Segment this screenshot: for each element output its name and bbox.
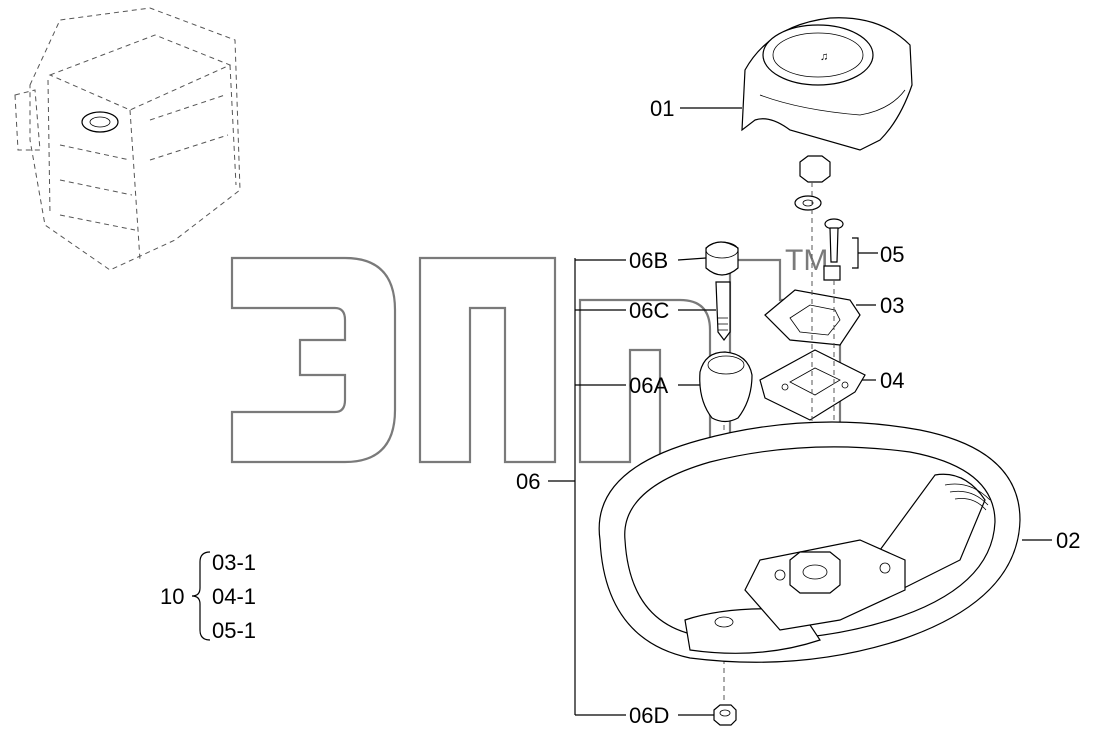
part-06A-knob <box>699 351 753 423</box>
part-01-horn-cover: ♫ <box>741 17 913 151</box>
kit-item: 05-1 <box>212 618 256 643</box>
watermark-tm-text: TM <box>785 244 828 277</box>
label-06C: 06C <box>629 298 669 323</box>
label-06D: 06D <box>629 703 669 728</box>
label-06: 06 <box>516 469 540 494</box>
horn-icon: ♫ <box>820 51 828 63</box>
part-05-fasteners <box>794 155 844 281</box>
kit-number: 10 <box>160 584 184 609</box>
part-06D-nut <box>713 704 737 726</box>
part-02-steering-wheel <box>598 421 1021 663</box>
label-05: 05 <box>880 242 904 267</box>
label-04: 04 <box>880 368 904 393</box>
label-06A: 06A <box>629 373 668 398</box>
kit-item: 04-1 <box>212 584 256 609</box>
leader-lines <box>548 107 1052 716</box>
label-02: 02 <box>1056 528 1080 553</box>
label-06B: 06B <box>629 248 668 273</box>
part-06C-shaft <box>715 281 731 341</box>
cab-overview-sketch <box>14 7 241 271</box>
part-06B-cap <box>705 241 739 276</box>
label-03: 03 <box>880 293 904 318</box>
kit-brace <box>191 551 211 641</box>
kit-item: 03-1 <box>212 550 256 575</box>
label-01: 01 <box>650 96 674 121</box>
